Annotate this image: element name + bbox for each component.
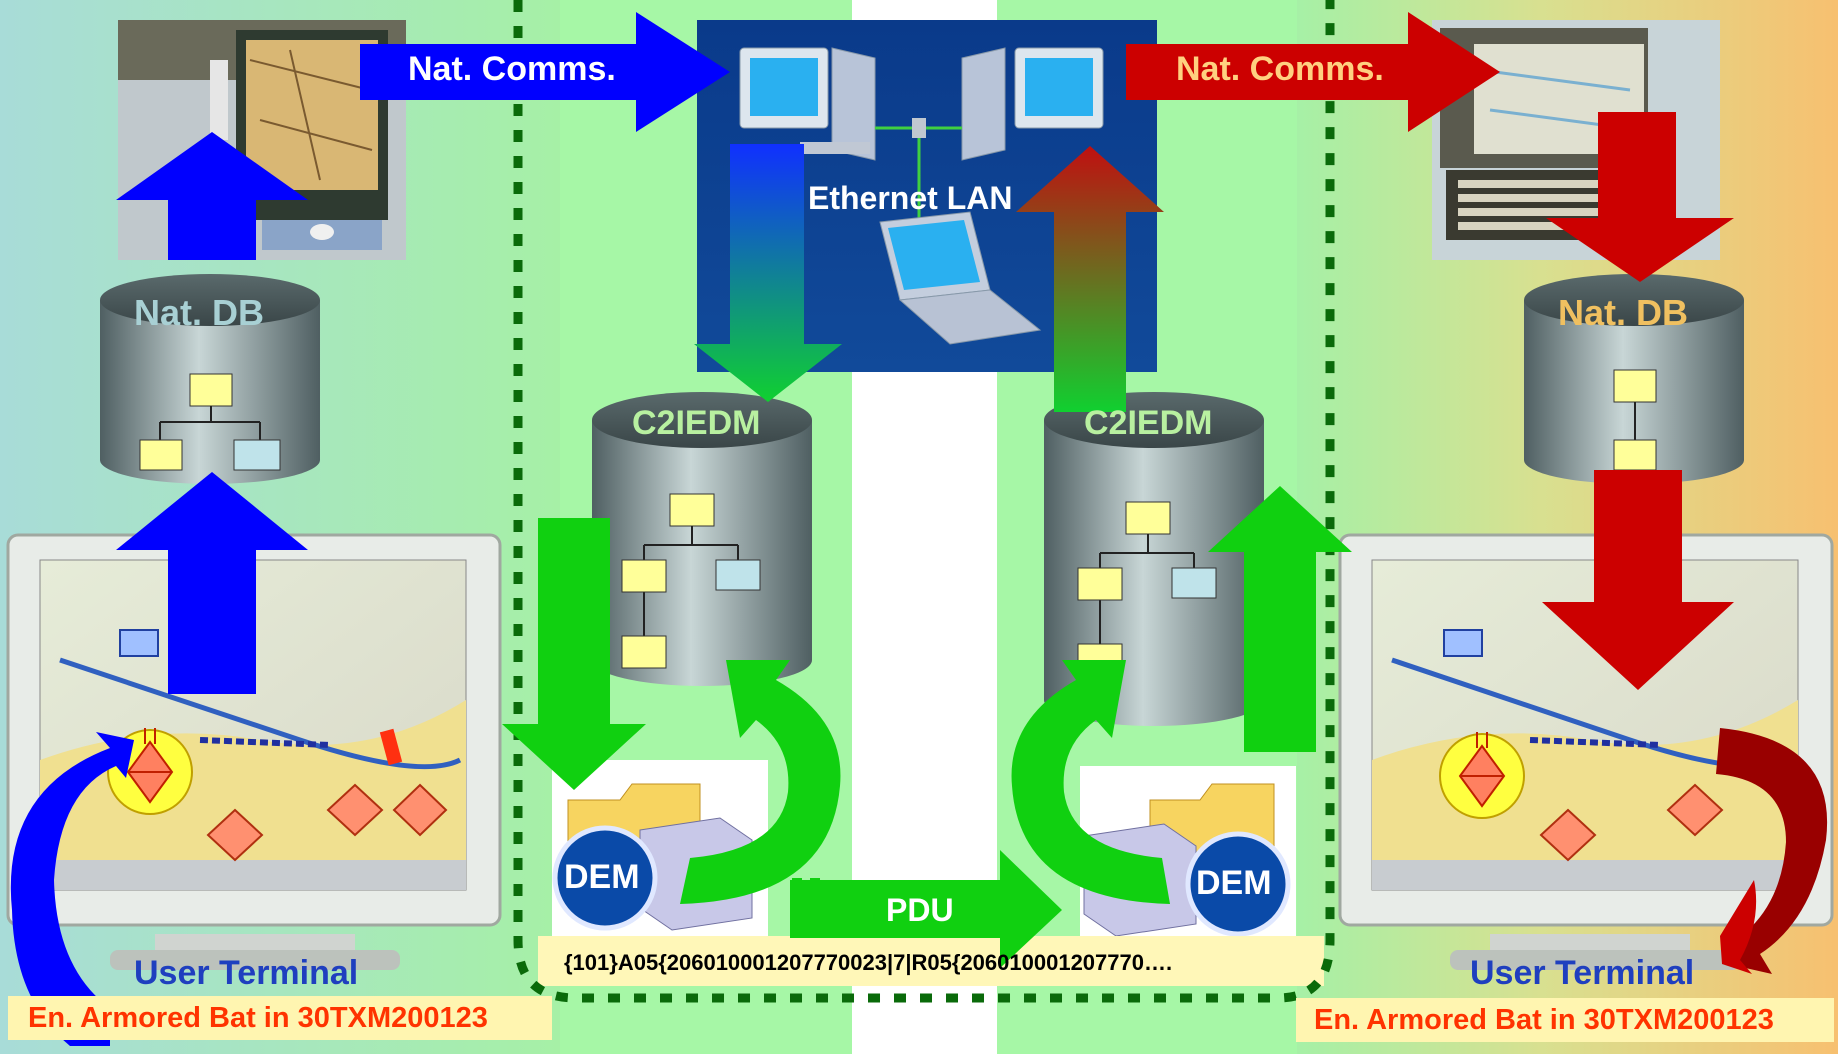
download-arrow-down	[1546, 112, 1734, 282]
blue-arrows	[10, 12, 730, 1046]
left-user-terminal-label: User Terminal	[134, 954, 359, 992]
left-nat-comms-label: Nat. Comms.	[408, 50, 616, 88]
dem-curved-arrow-left	[680, 660, 841, 904]
desktop-computer-icon	[961, 47, 1104, 161]
upload-arrow-up	[116, 132, 308, 260]
left-report-box	[8, 996, 552, 1040]
green-arrows	[502, 486, 1352, 968]
ethernet-lan-label: Ethernet LAN	[808, 180, 1013, 216]
right-c2iedm-cylinder	[1044, 392, 1264, 726]
left-nat-db-cylinder	[100, 274, 320, 484]
desktop-computer-icon	[739, 47, 876, 161]
pdu-message: {101}A05{206010001207770023|7|R05{206010…	[564, 950, 1173, 975]
pdu-arrow-tail-bar	[792, 878, 802, 938]
terminal-to-db-arrow-up	[116, 472, 308, 694]
lan-to-c2iedm-arrow-down	[694, 144, 842, 402]
c2iedm-to-lan-arrow-up	[1016, 146, 1164, 412]
left-dem-folder	[552, 760, 768, 940]
right-dem-label: DEM	[1196, 864, 1272, 902]
user-input-curved-arrow	[10, 732, 134, 1046]
left-report-text: En. Armored Bat in 30TXM200123	[28, 1002, 488, 1034]
left-nat-db-label: Nat. DB	[134, 292, 265, 333]
display-curved-arrow-tail	[1720, 880, 1757, 974]
pdu-arrow	[790, 850, 1062, 968]
right-nat-db-cylinder	[1524, 274, 1744, 484]
right-c2iedm-label: C2IEDM	[1084, 404, 1213, 442]
left-c2iedm-label: C2IEDM	[632, 404, 761, 442]
db-to-terminal-arrow-down	[1542, 470, 1734, 690]
pdu-message-box	[538, 936, 1324, 986]
laptop-icon	[879, 211, 1042, 345]
c2iedm-to-dem-arrow-down	[502, 518, 646, 790]
right-nat-comms-label: Nat. Comms.	[1176, 50, 1384, 88]
right-report-text: En. Armored Bat in 30TXM200123	[1314, 1004, 1774, 1036]
enemy-unit-symbol	[1439, 732, 1525, 819]
left-monitor	[6, 533, 502, 970]
pdu-arrow-tail-bar	[810, 878, 820, 938]
red-arrows	[1126, 12, 1734, 690]
dem-curved-arrow-right	[1011, 660, 1170, 904]
exchange-boundary	[513, 0, 1335, 1003]
right-monitor	[1338, 533, 1834, 970]
nat-comms-arrow-left	[360, 12, 730, 132]
pdu-label: PDU	[886, 892, 954, 928]
right-nat-db-label: Nat. DB	[1558, 292, 1689, 333]
display-curved-arrow	[1716, 728, 1828, 974]
left-c2iedm-cylinder	[592, 392, 812, 686]
dem-to-c2iedm-arrow-up	[1208, 486, 1352, 752]
right-user-terminal-label: User Terminal	[1470, 954, 1695, 992]
left-dem-label: DEM	[564, 858, 640, 896]
nat-comms-arrow-right	[1126, 12, 1500, 132]
right-report-box	[1296, 998, 1834, 1042]
